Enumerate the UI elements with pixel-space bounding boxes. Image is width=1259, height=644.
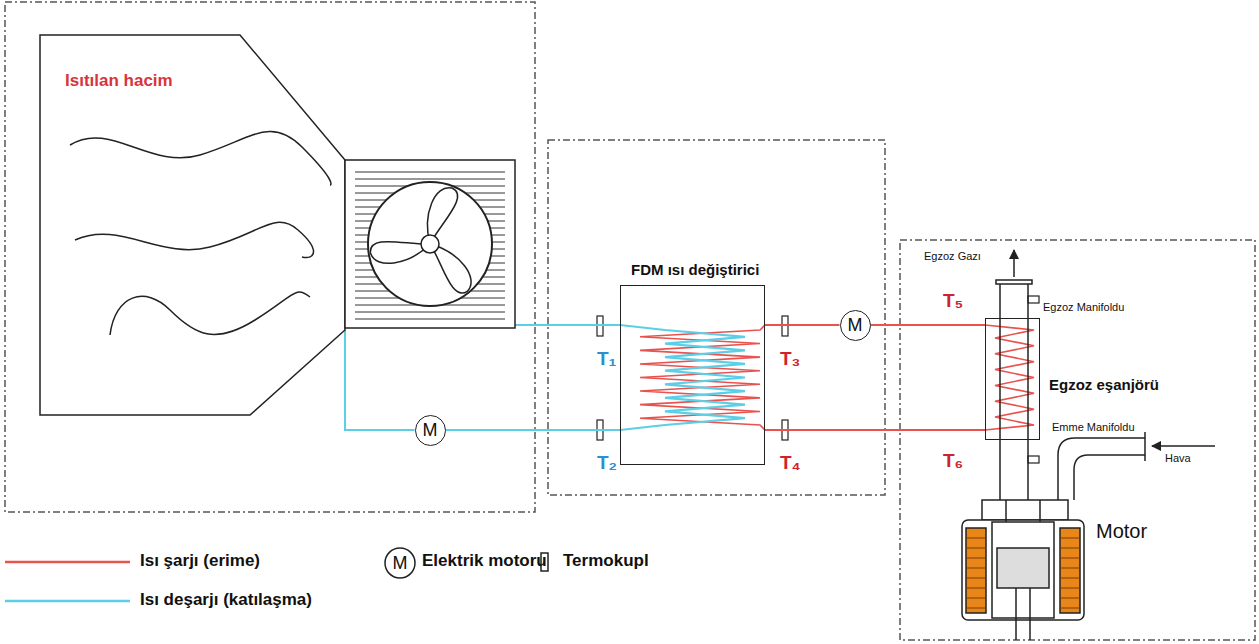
engine-illustration bbox=[1060, 528, 1080, 613]
legend-text: Termokupl bbox=[563, 551, 649, 571]
discharge-pipe bbox=[446, 429, 621, 431]
node-label: M bbox=[423, 420, 438, 441]
heat-exchanger-coil bbox=[620, 325, 1034, 430]
node-label: M bbox=[848, 315, 863, 336]
heated-volume-outline bbox=[40, 35, 345, 415]
exhaust-pipe bbox=[999, 283, 1001, 500]
intake-manifold bbox=[1074, 455, 1145, 500]
thermocouple-label: T₅ bbox=[943, 290, 963, 312]
thermocouple-label: T₃ bbox=[780, 348, 800, 370]
node-label: FDM ısı değiştirici bbox=[631, 261, 759, 278]
heated-volume-outline bbox=[110, 292, 310, 335]
heat-exchanger-coil bbox=[985, 325, 1034, 430]
thermocouple-label: T₆ bbox=[943, 450, 963, 472]
engine-illustration bbox=[997, 548, 1049, 588]
node-label: Egzoz eşanjörü bbox=[1049, 376, 1159, 393]
fan bbox=[345, 160, 515, 328]
fan bbox=[368, 182, 492, 306]
intake-manifold bbox=[1058, 438, 1145, 500]
engine-illustration bbox=[966, 538, 986, 539]
engine-illustration bbox=[1060, 548, 1080, 549]
legend-sample bbox=[5, 600, 130, 603]
legend-text: Elektrik motoru bbox=[422, 551, 547, 571]
flow-label: Hava bbox=[1165, 452, 1191, 465]
engine-illustration bbox=[1060, 538, 1080, 539]
engine-illustration bbox=[1060, 578, 1080, 579]
fan bbox=[345, 160, 515, 328]
engine-illustration bbox=[1015, 588, 1017, 640]
engine-illustration bbox=[966, 548, 986, 549]
charge-pipe bbox=[765, 429, 985, 431]
exhaust-pipe bbox=[1013, 250, 1015, 277]
heated-volume-outline bbox=[40, 35, 515, 415]
engine-illustration bbox=[1039, 500, 1041, 522]
discharge-pipe bbox=[515, 324, 620, 326]
electric-motor: M bbox=[415, 415, 446, 446]
node-label: Isıtılan hacim bbox=[65, 71, 173, 91]
engine-illustration bbox=[1029, 588, 1031, 640]
dashed-region bbox=[5, 2, 535, 512]
engine-illustration bbox=[1060, 598, 1080, 599]
part-label: Emme Manifoldu bbox=[1052, 421, 1135, 434]
fan bbox=[355, 319, 505, 320]
legend-sample bbox=[385, 548, 415, 578]
fan bbox=[355, 179, 505, 180]
discharge-pipe bbox=[344, 330, 346, 415]
legend-text: Isı deşarjı (katılaşma) bbox=[140, 590, 312, 610]
fan bbox=[355, 172, 505, 173]
thermocouple bbox=[597, 296, 1039, 463]
engine-illustration bbox=[1060, 588, 1080, 589]
engine-illustration bbox=[992, 522, 1054, 618]
engine-illustration bbox=[966, 558, 986, 559]
electric-motor: M bbox=[840, 310, 871, 341]
charge-pipe bbox=[765, 324, 840, 326]
exhaust-pipe bbox=[1027, 283, 1029, 500]
engine-illustration bbox=[966, 528, 986, 613]
engine-illustration bbox=[966, 568, 986, 569]
engine-illustration bbox=[966, 588, 986, 589]
engine-illustration bbox=[962, 500, 1084, 640]
engine-illustration bbox=[1060, 568, 1080, 569]
thermocouple bbox=[1028, 456, 1039, 463]
flow-label: Egzoz Gazı bbox=[924, 250, 981, 263]
engine-illustration bbox=[1005, 500, 1007, 522]
engine-illustration bbox=[966, 578, 986, 579]
heated-volume-outline bbox=[70, 131, 331, 185]
engine-illustration bbox=[966, 598, 986, 599]
part-label: Egzoz Manifoldu bbox=[1043, 301, 1124, 314]
dashed-region bbox=[900, 240, 1255, 640]
exhaust-pipe bbox=[996, 280, 1032, 284]
charge-pipe bbox=[871, 324, 986, 326]
engine-illustration bbox=[982, 500, 1068, 520]
thermocouple-label: T₄ bbox=[780, 452, 801, 474]
legend-sample bbox=[5, 561, 130, 564]
discharge-pipe bbox=[345, 415, 415, 430]
motor-symbol-letter: M bbox=[393, 553, 408, 574]
intake-manifold bbox=[1058, 432, 1215, 500]
dashed-region bbox=[548, 140, 885, 495]
thermocouple-label: T₁ bbox=[597, 348, 616, 370]
heated-volume-outline bbox=[75, 222, 314, 257]
engine-illustration bbox=[1060, 608, 1080, 609]
pcm-heat-exchanger: FDM ısı değiştirici bbox=[620, 285, 765, 465]
heated-volume: Isıtılan hacim bbox=[40, 35, 515, 415]
legend-text: Isı şarjı (erime) bbox=[140, 551, 260, 571]
dashed-region bbox=[5, 2, 1255, 640]
engine-illustration bbox=[962, 520, 1084, 620]
intake-manifold bbox=[1152, 445, 1215, 447]
exhaust-heat-exchanger: Egzoz eşanjörü bbox=[985, 318, 1040, 440]
heat-exchanger-coil bbox=[620, 325, 745, 430]
engine-illustration bbox=[966, 608, 986, 609]
thermocouple bbox=[1028, 296, 1039, 303]
intake-manifold bbox=[1144, 432, 1146, 461]
fan bbox=[355, 312, 505, 313]
fan bbox=[421, 235, 439, 253]
engine-illustration bbox=[1060, 558, 1080, 559]
exhaust-pipe bbox=[996, 250, 1032, 500]
part-label: Motor bbox=[1096, 520, 1147, 543]
thermocouple-label: T₂ bbox=[597, 452, 617, 474]
discharge-pipe bbox=[344, 330, 346, 415]
